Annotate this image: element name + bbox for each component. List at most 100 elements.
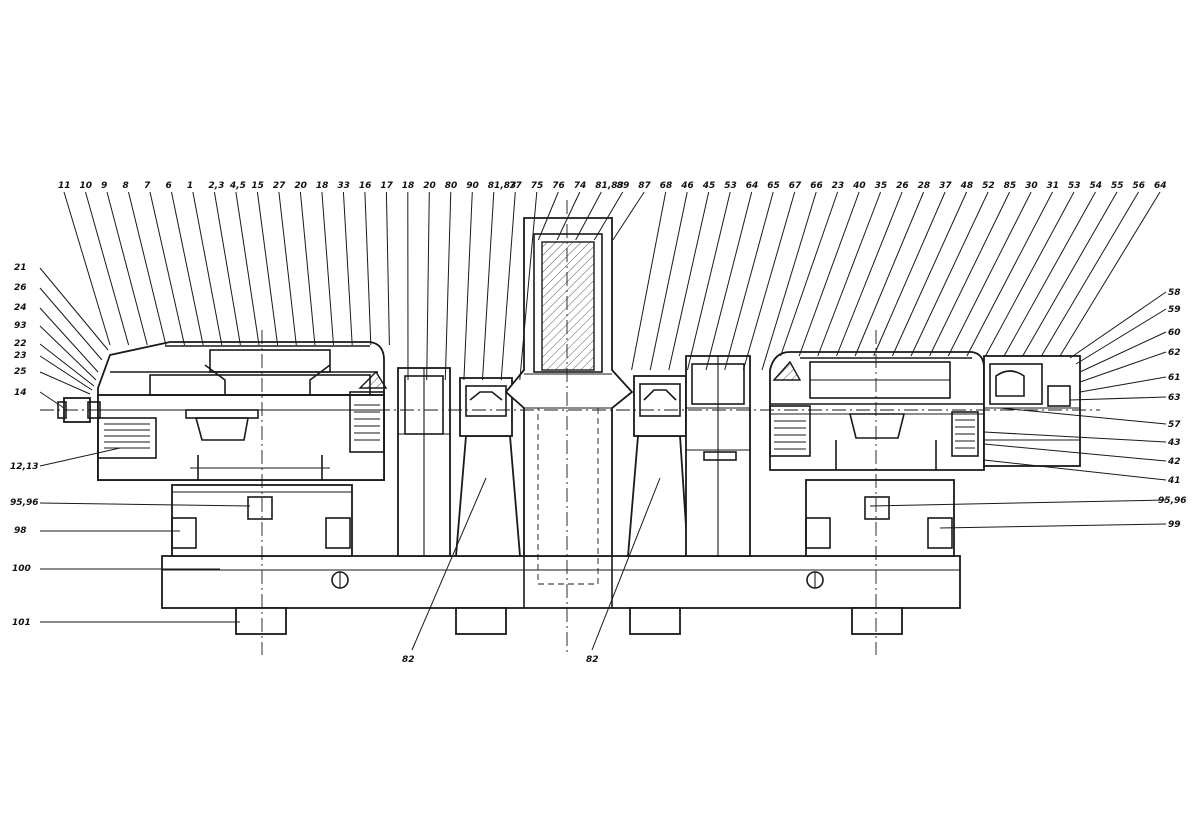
callout-label: 42 xyxy=(1167,457,1181,467)
callout-label: 64 xyxy=(1154,181,1167,191)
callout-label: 63 xyxy=(1168,393,1181,403)
callout-label: 66 xyxy=(810,181,823,191)
leader-line xyxy=(426,191,430,381)
callout-label: 33 xyxy=(337,181,350,191)
leader-line xyxy=(593,191,624,241)
leader-line xyxy=(444,191,452,381)
leader-line xyxy=(761,191,817,371)
right-roll-stand xyxy=(627,375,689,557)
leader-line xyxy=(985,191,1075,357)
callout-label: 101 xyxy=(12,618,31,628)
left-gearbox xyxy=(97,341,388,481)
callout-label: 58 xyxy=(1168,288,1181,298)
callout-label: 18 xyxy=(316,181,329,191)
leader-line xyxy=(556,191,581,241)
leader-line xyxy=(966,191,1053,357)
leader-line xyxy=(85,191,130,346)
callout-label: 23 xyxy=(832,181,845,191)
callout-label: 61 xyxy=(1168,373,1181,383)
callout-label: 59 xyxy=(1168,305,1181,315)
callout-label: 93 xyxy=(14,321,27,331)
leader-line xyxy=(171,191,204,346)
callout-label: 30 xyxy=(1025,181,1038,191)
callout-label: 22 xyxy=(14,339,27,349)
callout-label: 4,5 xyxy=(229,181,246,191)
callout-label: 11 xyxy=(58,181,71,191)
leader-line xyxy=(687,191,731,371)
callout-label: 68 xyxy=(660,181,673,191)
center-stand xyxy=(504,217,634,608)
callout-label: 21 xyxy=(14,263,27,273)
leader-line xyxy=(1040,191,1139,357)
callout-label: 85 xyxy=(1004,181,1017,191)
leader-line xyxy=(612,191,645,241)
leader-line xyxy=(519,191,538,381)
callout-label: 80 xyxy=(445,181,458,191)
callout-label: 18 xyxy=(402,181,415,191)
left-coupling xyxy=(397,367,451,557)
leader-line xyxy=(705,191,753,371)
callout-label: 17 xyxy=(380,181,393,191)
callout-label: 77 xyxy=(509,181,522,191)
leader-line xyxy=(649,191,688,371)
right-gearbox xyxy=(769,351,985,471)
callout-label: 67 xyxy=(789,181,802,191)
callout-label: 76 xyxy=(552,181,565,191)
callout-label: 20 xyxy=(423,181,436,191)
callout-label: 57 xyxy=(1168,420,1181,430)
leader-line xyxy=(631,191,667,371)
callout-label: 1 xyxy=(187,181,193,191)
callout-label: 64 xyxy=(746,181,759,191)
callout-label: 43 xyxy=(1167,438,1181,448)
callout-label: 14 xyxy=(14,388,27,398)
callout-label: 53 xyxy=(1068,181,1081,191)
callout-label: 87 xyxy=(638,181,651,191)
callout-label: 10 xyxy=(80,181,93,191)
leader-line xyxy=(873,191,946,357)
leader-line xyxy=(836,191,903,357)
callout-label: 62 xyxy=(1168,348,1181,358)
callout-label: 31 xyxy=(1047,181,1060,191)
callout-label: 99 xyxy=(1168,520,1181,530)
callout-label: 52 xyxy=(982,181,995,191)
callout-label: 2,3 xyxy=(208,181,224,191)
leader-line xyxy=(537,191,559,241)
callout-label: 65 xyxy=(767,181,780,191)
callout-label: 20 xyxy=(294,181,307,191)
leader-line xyxy=(1003,191,1096,357)
right-coupling xyxy=(685,355,751,557)
base-feet xyxy=(235,607,903,635)
callout-label: 81,83 xyxy=(595,181,623,191)
leader-line xyxy=(299,191,316,346)
callout-label: 81,83 xyxy=(488,181,516,191)
leader-line xyxy=(929,191,1011,357)
leader-line xyxy=(780,191,839,357)
leader-line xyxy=(500,191,516,381)
callout-label: 8 xyxy=(123,181,129,191)
leader-line xyxy=(321,191,334,346)
callout-label: 48 xyxy=(960,181,974,191)
callout-label: 54 xyxy=(1090,181,1103,191)
right-pedestal xyxy=(805,479,955,557)
leader-line xyxy=(910,191,989,357)
callout-labels-right: 58 59 60 62 61 63 57 43 42 41 95,96 99 xyxy=(1158,288,1186,530)
leader-line xyxy=(463,191,473,381)
leader-line xyxy=(668,191,710,371)
leader-line xyxy=(192,191,223,346)
leader-line xyxy=(575,191,602,241)
leader-line xyxy=(256,191,279,346)
leader-line xyxy=(278,191,297,346)
callout-label: 98 xyxy=(14,526,27,536)
leader-line xyxy=(1022,191,1118,357)
callout-label: 75 xyxy=(531,181,544,191)
leader-line xyxy=(128,191,167,346)
leader-lines-side xyxy=(39,267,1167,651)
callout-label: 27 xyxy=(273,181,286,191)
callout-label: 35 xyxy=(875,181,888,191)
leader-line xyxy=(947,191,1032,357)
callout-label: 7 xyxy=(144,181,151,191)
leader-line xyxy=(364,191,372,346)
centerlines xyxy=(40,200,1100,655)
leader-lines-top xyxy=(63,191,1161,381)
callout-label: 95,96 xyxy=(1158,496,1186,506)
